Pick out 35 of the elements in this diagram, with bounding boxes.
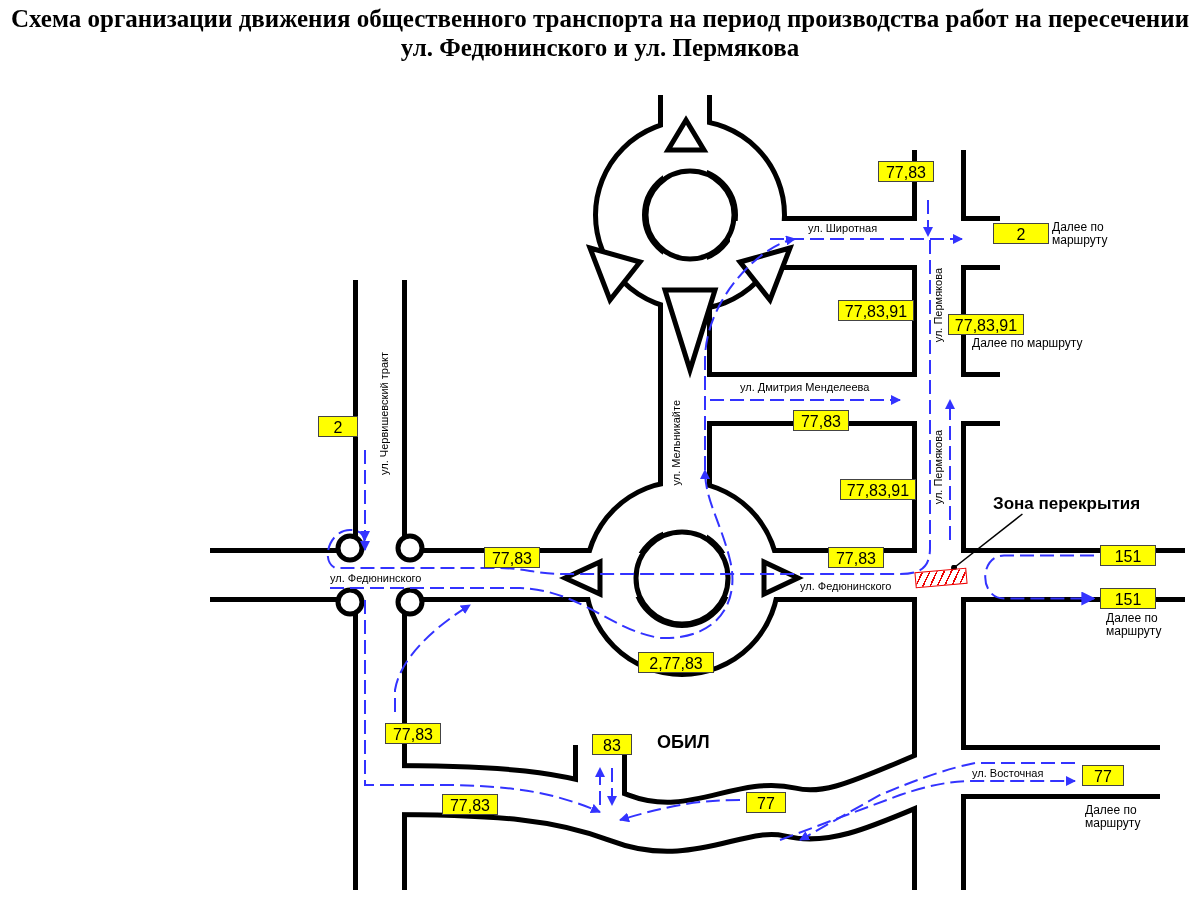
street-name: ул. Дмитрия Менделеева <box>740 381 870 393</box>
route-number-label: 77,83 <box>385 723 441 744</box>
route-note: Далее по маршруту <box>1106 612 1163 638</box>
street-name: ул. Федюнинского <box>330 572 422 584</box>
route-number-label: 2 <box>318 416 358 437</box>
building-label: ОБИЛ <box>657 732 710 753</box>
route-number-label: 77 <box>746 792 786 813</box>
route-number-label: 151 <box>1100 588 1156 609</box>
street-name: ул. Червишевский тракт <box>378 352 390 475</box>
route-number-label: 83 <box>592 734 632 755</box>
route-number-label: 77 <box>1082 765 1124 786</box>
route-arrow <box>984 554 1096 606</box>
street-name: ул. Федюнинского <box>800 580 892 592</box>
route-note: Далее по маршруту <box>972 337 1084 350</box>
route-number-label: 77,83 <box>828 547 884 568</box>
street-name: ул. Пермякова <box>932 268 944 343</box>
street-name: ул. Широтная <box>808 222 878 234</box>
route-number-label: 2 <box>993 223 1049 244</box>
route-number-label: 2,77,83 <box>638 652 714 673</box>
route-number-label: 77,83 <box>793 410 849 431</box>
route-number-label: 151 <box>1100 545 1156 566</box>
route-number-label: 77,83 <box>442 794 498 815</box>
route-note: Далее по маршруту <box>1085 804 1142 830</box>
closure-zone-label: Зона перекрытия <box>993 494 1141 514</box>
route-note: Далее по маршруту <box>1052 221 1109 247</box>
route-number-label: 77,83 <box>878 161 934 182</box>
street-name: ул. Мельникайте <box>670 400 682 486</box>
street-name: ул. Восточная <box>972 767 1044 779</box>
title: Схема организации движения общественного транспорта на период производства работ на пересечении ул. Федюнинского и ул. Пермякова <box>9 4 1191 62</box>
route-number-label: 77,83,91 <box>838 300 914 321</box>
route-number-label: 77,83,91 <box>840 479 916 500</box>
route-number-label: 77,83 <box>484 547 540 568</box>
leader-line <box>951 513 1024 571</box>
route-number-label: 77,83,91 <box>948 314 1024 335</box>
street-name: ул. Пермякова <box>932 430 944 505</box>
